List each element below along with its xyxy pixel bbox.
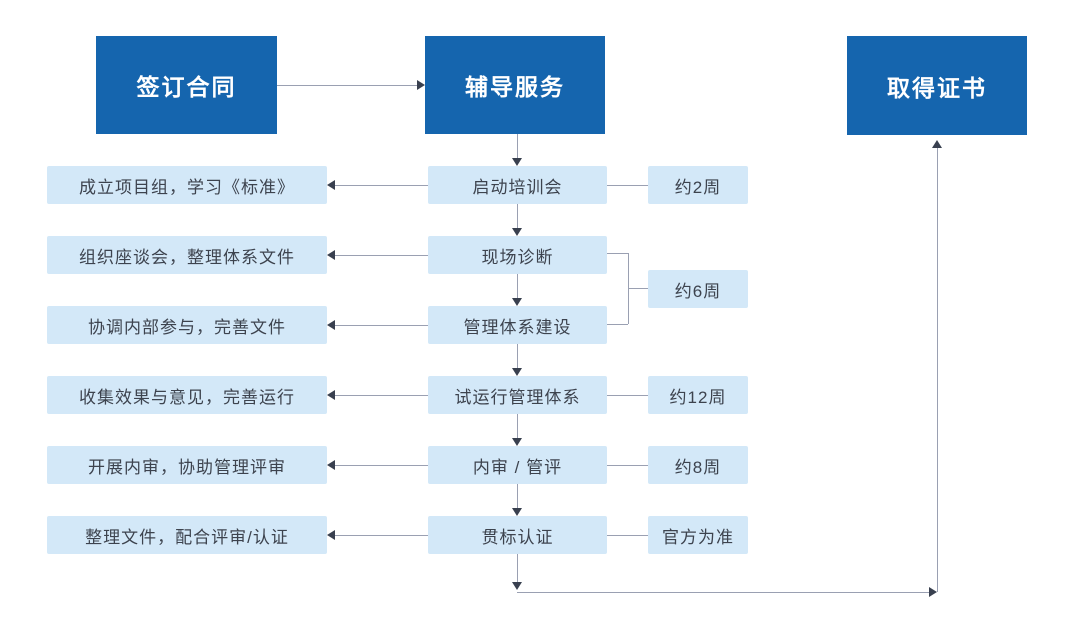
stage-label-5: 内审 / 管评 xyxy=(472,457,563,477)
task-box-2: 组织座谈会，整理体系文件 xyxy=(47,236,327,274)
stage-box-3: 管理体系建设 xyxy=(428,306,607,344)
bracket-bottom-line xyxy=(607,324,628,325)
connector-stage1-to-task1 xyxy=(335,185,428,186)
duration-label-6: 官方为准 xyxy=(662,527,734,547)
duration-label-1: 约2周 xyxy=(674,177,722,197)
task-box-6: 整理文件，配合评审/认证 xyxy=(47,516,327,554)
stage-box-5: 内审 / 管评 xyxy=(428,446,607,484)
arrowhead-down-icon xyxy=(512,508,522,516)
task-label-1: 成立项目组，学习《标准》 xyxy=(79,177,295,197)
arrowhead-left-icon xyxy=(327,530,335,540)
arrowhead-down-icon xyxy=(512,158,522,166)
arrowhead-down-icon xyxy=(512,582,522,590)
task-box-5: 开展内审，协助管理评审 xyxy=(47,446,327,484)
connector-stage2-to-task2 xyxy=(335,255,428,256)
task-label-5: 开展内审，协助管理评审 xyxy=(88,457,286,477)
node-coaching-service-label: 辅导服务 xyxy=(465,74,565,100)
duration-label-5: 约8周 xyxy=(674,457,722,477)
arrowhead-left-icon xyxy=(327,320,335,330)
arrowhead-down-icon xyxy=(512,298,522,306)
connector-stage5-to-duration5 xyxy=(607,465,648,466)
connector-stage4-to-stage5 xyxy=(517,414,518,438)
task-label-6: 整理文件，配合评审/认证 xyxy=(85,527,289,547)
connector-stage3-to-stage4 xyxy=(517,344,518,368)
connector-stage5-to-task5 xyxy=(335,465,428,466)
connector-coaching-to-stage1 xyxy=(517,134,518,158)
arrowhead-right-icon xyxy=(417,80,425,90)
arrowhead-right-icon xyxy=(929,587,937,597)
connector-stage4-to-duration4 xyxy=(607,395,648,396)
duration-box-6: 官方为准 xyxy=(648,516,748,554)
task-label-2: 组织座谈会，整理体系文件 xyxy=(79,247,295,267)
arrowhead-left-icon xyxy=(327,460,335,470)
node-sign-contract-label: 签订合同 xyxy=(136,74,237,100)
connector-up-to-certificate xyxy=(937,148,938,592)
stage-box-1: 启动培训会 xyxy=(428,166,607,204)
task-box-1: 成立项目组，学习《标准》 xyxy=(47,166,327,204)
node-obtain-certificate: 取得证书 xyxy=(847,36,1027,135)
connector-stage2-to-stage3 xyxy=(517,274,518,298)
stage-box-2: 现场诊断 xyxy=(428,236,607,274)
arrowhead-down-icon xyxy=(512,368,522,376)
arrowhead-up-icon xyxy=(932,140,942,148)
connector-stage6-down xyxy=(517,554,518,582)
bracket-to-duration-line xyxy=(628,288,648,289)
arrowhead-left-icon xyxy=(327,250,335,260)
node-sign-contract: 签订合同 xyxy=(96,36,277,134)
connector-contract-to-coaching xyxy=(277,85,417,86)
task-box-3: 协调内部参与，完善文件 xyxy=(47,306,327,344)
duration-box-2: 约6周 xyxy=(648,270,748,308)
connector-stage6-to-task6 xyxy=(335,535,428,536)
node-coaching-service: 辅导服务 xyxy=(425,36,605,134)
arrowhead-down-icon xyxy=(512,438,522,446)
stage-label-2: 现场诊断 xyxy=(481,247,554,267)
duration-label-2: 约6周 xyxy=(674,281,722,301)
bracket-top-line xyxy=(607,253,628,254)
stage-box-6: 贯标认证 xyxy=(428,516,607,554)
task-label-3: 协调内部参与，完善文件 xyxy=(88,317,286,337)
duration-label-4: 约12周 xyxy=(669,387,727,407)
task-label-4: 收集效果与意见，完善运行 xyxy=(79,387,295,407)
duration-box-1: 约2周 xyxy=(648,166,748,204)
arrowhead-left-icon xyxy=(327,390,335,400)
duration-box-5: 约8周 xyxy=(648,446,748,484)
connector-stage4-to-task4 xyxy=(335,395,428,396)
connector-stage3-to-task3 xyxy=(335,325,428,326)
duration-box-4: 约12周 xyxy=(648,376,748,414)
stage-label-3: 管理体系建设 xyxy=(463,317,572,337)
connector-stage1-to-stage2 xyxy=(517,204,518,228)
stage-label-4: 试运行管理体系 xyxy=(454,387,581,407)
arrowhead-down-icon xyxy=(512,228,522,236)
task-box-4: 收集效果与意见，完善运行 xyxy=(47,376,327,414)
stage-label-1: 启动培训会 xyxy=(472,177,563,197)
node-obtain-certificate-label: 取得证书 xyxy=(887,74,987,101)
connector-stage1-to-duration1 xyxy=(607,185,648,186)
stage-label-6: 贯标认证 xyxy=(481,527,554,547)
arrowhead-left-icon xyxy=(327,180,335,190)
connector-stage5-to-stage6 xyxy=(517,484,518,508)
stage-box-4: 试运行管理体系 xyxy=(428,376,607,414)
connector-bottom-horizontal xyxy=(517,592,929,593)
connector-stage6-to-duration6 xyxy=(607,535,648,536)
